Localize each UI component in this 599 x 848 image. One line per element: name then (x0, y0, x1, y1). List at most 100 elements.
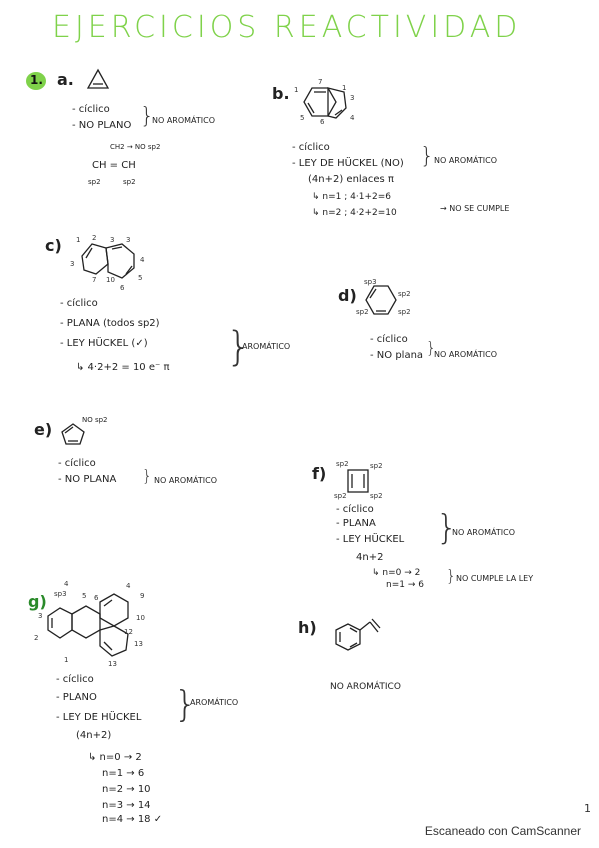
e-line-2: - NO PLANA (58, 474, 117, 485)
c-brace: } (226, 324, 252, 370)
exercise-number-badge: 1. (26, 72, 46, 90)
svg-text:1: 1 (294, 86, 298, 94)
exercise-number: 1. (30, 73, 43, 87)
e-brace: } (142, 466, 153, 485)
e-line-1: - cíclico (58, 458, 96, 469)
svg-text:3: 3 (350, 94, 354, 102)
f-line-1: - cíclico (336, 504, 374, 515)
svg-text:4: 4 (350, 114, 355, 122)
label-d: d) (338, 286, 357, 305)
e-result: NO AROMÁTICO (154, 476, 218, 485)
f-line-3: - LEY HÜCKEL (336, 534, 405, 545)
svg-text:3: 3 (38, 612, 42, 620)
d-line-2: - NO plana (370, 350, 424, 361)
svg-text:1: 1 (76, 236, 80, 244)
svg-text:1: 1 (342, 84, 346, 92)
g-line-2: - PLANO (56, 692, 97, 703)
g-line-3: - LEY DE HÜCKEL (56, 712, 142, 723)
c-line-2: - PLANA (todos sp2) (60, 318, 160, 329)
b-brace: } (420, 144, 434, 169)
svg-text:6: 6 (120, 284, 125, 292)
g-series-2: n=2 → 10 (102, 784, 151, 795)
page-title: EJERCICIOS REACTIVIDAD (52, 10, 522, 45)
g-series-0: ↳ n=0 → 2 (88, 752, 142, 763)
svg-text:9: 9 (140, 592, 144, 600)
a-note-2: CH = CH (92, 160, 136, 171)
label-c: c) (45, 236, 62, 255)
f-line-6: n=1 → 6 (386, 580, 424, 590)
f-line-5: ↳ n=0 → 2 (372, 568, 421, 578)
g-line-1: - cíclico (56, 674, 94, 685)
svg-text:3: 3 (70, 260, 74, 268)
label-a: a. (57, 70, 74, 89)
b-line-2: - LEY DE HÜCKEL (NO) (292, 158, 404, 169)
label-e: e) (34, 420, 53, 439)
c-line-3: - LEY HÜCKEL (✓) (60, 338, 148, 349)
c-line-1: - cíclico (60, 298, 98, 309)
svg-text:2: 2 (92, 234, 96, 242)
label-b: b. (272, 84, 290, 103)
svg-text:2: 2 (34, 634, 38, 642)
a-brace: } (140, 104, 154, 129)
svg-text:5: 5 (82, 592, 86, 600)
g-line-4: (4n+2) (76, 730, 112, 741)
g-series-4: n=4 → 18 ✓ (102, 814, 163, 825)
svg-text:sp2: sp2 (356, 308, 369, 316)
svg-text:sp2: sp2 (336, 460, 349, 468)
c-result: AROMÁTICO (242, 342, 291, 351)
label-h: h) (298, 618, 317, 637)
svg-text:sp2: sp2 (370, 462, 383, 470)
a-note-1: CH2 → NO sp2 (110, 143, 161, 151)
svg-text:4: 4 (126, 582, 131, 590)
d-brace: } (426, 338, 437, 357)
svg-text:sp2: sp2 (370, 492, 383, 500)
g-result: AROMÁTICO (190, 698, 239, 707)
f-line-2: - PLANA (336, 518, 376, 529)
svg-text:6: 6 (320, 118, 325, 126)
d-line-1: - cíclico (370, 334, 408, 345)
b-result-2: → NO SE CUMPLE (440, 204, 510, 213)
svg-text:7: 7 (92, 276, 96, 284)
h-result: NO AROMÁTICO (330, 682, 401, 692)
cyclopropene-structure (86, 68, 110, 89)
f-brace-2: } (446, 566, 457, 585)
e-note: NO sp2 (82, 416, 108, 424)
b-result: NO AROMÁTICO (434, 156, 498, 165)
label-g: g) (28, 592, 47, 611)
svg-text:13: 13 (108, 660, 117, 668)
a-line-1: - cíclico (72, 104, 110, 115)
b-line-4: ↳ n=1 ; 4·1+2=6 (312, 192, 391, 202)
g-brace: } (174, 684, 197, 725)
svg-text:7: 7 (318, 78, 322, 86)
cyclopentadiene-structure (61, 423, 85, 445)
d-result: NO AROMÁTICO (434, 350, 498, 359)
f-result: NO AROMÁTICO (452, 528, 516, 537)
svg-text:6: 6 (94, 594, 99, 602)
svg-text:4: 4 (64, 580, 69, 588)
svg-text:sp3: sp3 (364, 278, 377, 286)
b-line-3: (4n+2) enlaces π (308, 174, 394, 185)
svg-text:sp2: sp2 (398, 308, 411, 316)
f-brace: } (436, 508, 458, 548)
svg-text:10: 10 (136, 614, 145, 622)
g-series-1: n=1 → 6 (102, 768, 145, 779)
c-line-4: ↳ 4·2+2 = 10 e⁻ π (76, 362, 170, 373)
b-line-1: - cíclico (292, 142, 330, 153)
svg-text:3: 3 (126, 236, 130, 244)
svg-text:13: 13 (134, 640, 143, 648)
svg-text:5: 5 (300, 114, 304, 122)
svg-text:4: 4 (140, 256, 145, 264)
styrene-structure (335, 618, 381, 651)
a-note-3: sp2 (88, 178, 101, 186)
svg-text:3: 3 (110, 236, 114, 244)
svg-text:12: 12 (124, 628, 133, 636)
a-note-4: sp2 (123, 178, 136, 186)
label-f: f) (312, 464, 327, 483)
a-result: NO AROMÁTICO (152, 116, 216, 125)
f-result-2: NO CUMPLE LA LEY (456, 574, 534, 583)
g-series-3: n=3 → 14 (102, 800, 151, 811)
